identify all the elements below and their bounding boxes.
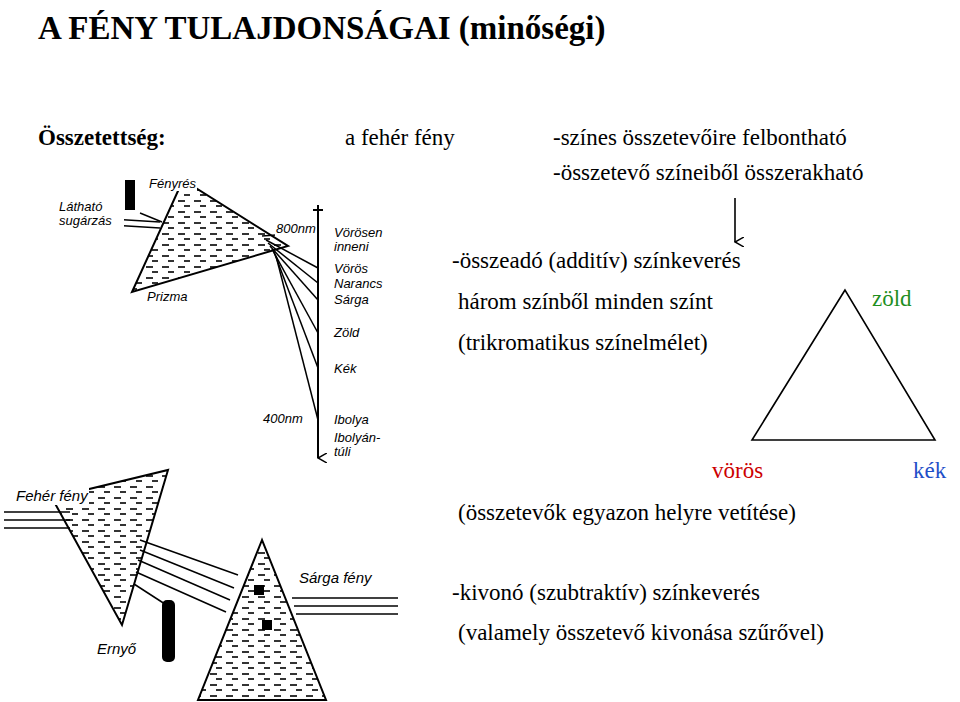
ray — [270, 246, 318, 300]
color-label: zöld — [872, 286, 912, 312]
part-label: Fehér fény — [15, 488, 89, 505]
part-label: Látható sugárzás — [58, 200, 124, 229]
part-label: Prizma — [146, 290, 188, 304]
screen — [162, 600, 175, 662]
color-label: Narancs — [333, 277, 383, 291]
color-label: vörös — [712, 458, 763, 484]
ray — [272, 249, 318, 333]
yellow-light — [292, 598, 398, 614]
prism-mark — [262, 620, 272, 630]
color-label: Sárga — [333, 293, 370, 307]
title: A FÉNY TULAJDONSÁGAI (minőségi) — [38, 10, 605, 48]
leader-line — [140, 213, 162, 222]
arrow — [734, 198, 736, 242]
ray — [140, 550, 234, 588]
color-label: Ibolya — [333, 413, 370, 427]
prism-mark — [254, 585, 264, 595]
spectrum-rays — [262, 232, 318, 420]
text-label: három színből minden színt — [458, 289, 713, 315]
color-label: Vörösen inneni — [333, 226, 397, 255]
part-label: Fényrés — [148, 177, 197, 191]
text-label: -összetevő színeiből összerakható — [553, 160, 863, 186]
color-label: Kék — [333, 362, 357, 376]
ray — [294, 605, 398, 607]
color-label: Vörös — [333, 262, 369, 276]
text-label: (valamely összetevő kivonása szűrővel) — [458, 620, 824, 646]
ray — [292, 597, 398, 599]
slit — [125, 180, 135, 210]
ray — [136, 572, 226, 612]
text-label: -színes összetevőire felbontható — [553, 125, 847, 151]
wavelength-scale — [317, 205, 319, 458]
text-label: a fehér fény — [345, 125, 455, 151]
dispersed-rays — [134, 540, 238, 612]
prism — [198, 540, 326, 700]
color-label: kék — [913, 458, 946, 484]
ray — [276, 256, 318, 420]
scale-tick — [313, 209, 323, 211]
part-label: Ernyő — [96, 641, 137, 658]
ray — [4, 527, 70, 529]
color-label: Zöld — [333, 326, 360, 340]
text-label: -kivonó (szubtraktív) színkeverés — [452, 580, 760, 606]
text-label: -összeadó (additív) színkeverés — [452, 248, 741, 274]
color-label: Ibolyán- túli — [333, 431, 389, 460]
part-label: Sárga fény — [298, 570, 373, 587]
text-label: (trikromatikus színelmélet) — [458, 330, 708, 356]
ray — [268, 243, 318, 283]
wavelength-label: 800nm — [275, 222, 317, 236]
ray — [4, 519, 70, 521]
color-triangle — [752, 290, 935, 440]
ray — [296, 613, 398, 615]
ray — [266, 240, 318, 268]
heading-label: Összetettség: — [38, 125, 166, 151]
ray — [274, 252, 318, 368]
text-label: (összetevők egyazon helyre vetítése) — [458, 500, 796, 526]
wavelength-label: 400nm — [262, 412, 304, 426]
